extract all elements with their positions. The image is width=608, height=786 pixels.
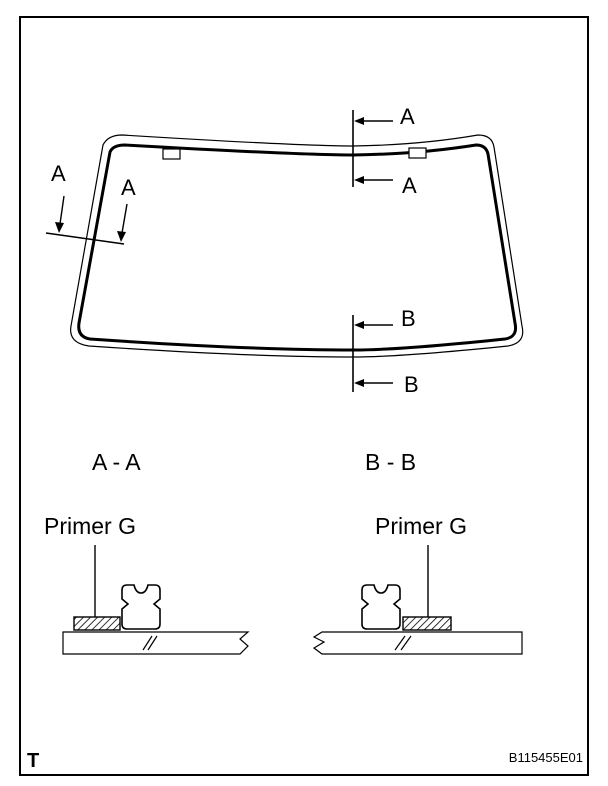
section-mark-top-upper: A — [400, 104, 415, 129]
primer-layer-aa — [73, 616, 121, 631]
glass-hatch-aa-1 — [142, 635, 153, 651]
glass-section-aa — [62, 631, 250, 655]
top-clip-left — [162, 148, 181, 160]
section-arrowhead-bottom-lower — [354, 379, 364, 387]
primer-label-right: Primer G — [375, 513, 467, 539]
section-mark-bottom-upper: B — [401, 306, 416, 331]
section-arrowhead-left-lower — [117, 231, 126, 242]
windshield-glass-edge — [77, 143, 517, 352]
section-arrowhead-left-upper — [55, 222, 64, 233]
corner-mark: T — [27, 750, 39, 772]
section-mark-bottom-lower: B — [404, 372, 419, 397]
molding-section-aa — [121, 584, 161, 630]
section-arrowhead-top-lower — [354, 176, 364, 184]
section-arrow-left-lower — [121, 203, 128, 234]
glass-hatch-bb-2 — [400, 635, 412, 651]
section-mark-left-lower: A — [121, 175, 136, 200]
section-mark-top-lower: A — [402, 173, 417, 198]
section-mark-left-upper: A — [51, 161, 66, 186]
section-arrow-left-upper — [59, 195, 65, 225]
molding-section-bb — [361, 584, 401, 630]
glass-section-bb — [312, 631, 523, 655]
section-title-bb: B - B — [365, 449, 416, 475]
section-arrowhead-bottom-upper — [354, 321, 364, 329]
figure-frame — [19, 16, 589, 776]
glass-hatch-aa-2 — [147, 635, 158, 651]
section-arrowhead-top-upper — [354, 117, 364, 125]
primer-layer-bb — [402, 616, 452, 631]
section-line-left — [45, 232, 125, 245]
section-title-aa: A - A — [92, 449, 141, 475]
windshield-outer-outline — [70, 134, 524, 358]
glass-hatch-bb-1 — [394, 635, 406, 651]
figure-code: B115455E01 — [509, 750, 583, 765]
primer-label-left: Primer G — [44, 513, 136, 539]
top-clip-right — [408, 147, 427, 159]
